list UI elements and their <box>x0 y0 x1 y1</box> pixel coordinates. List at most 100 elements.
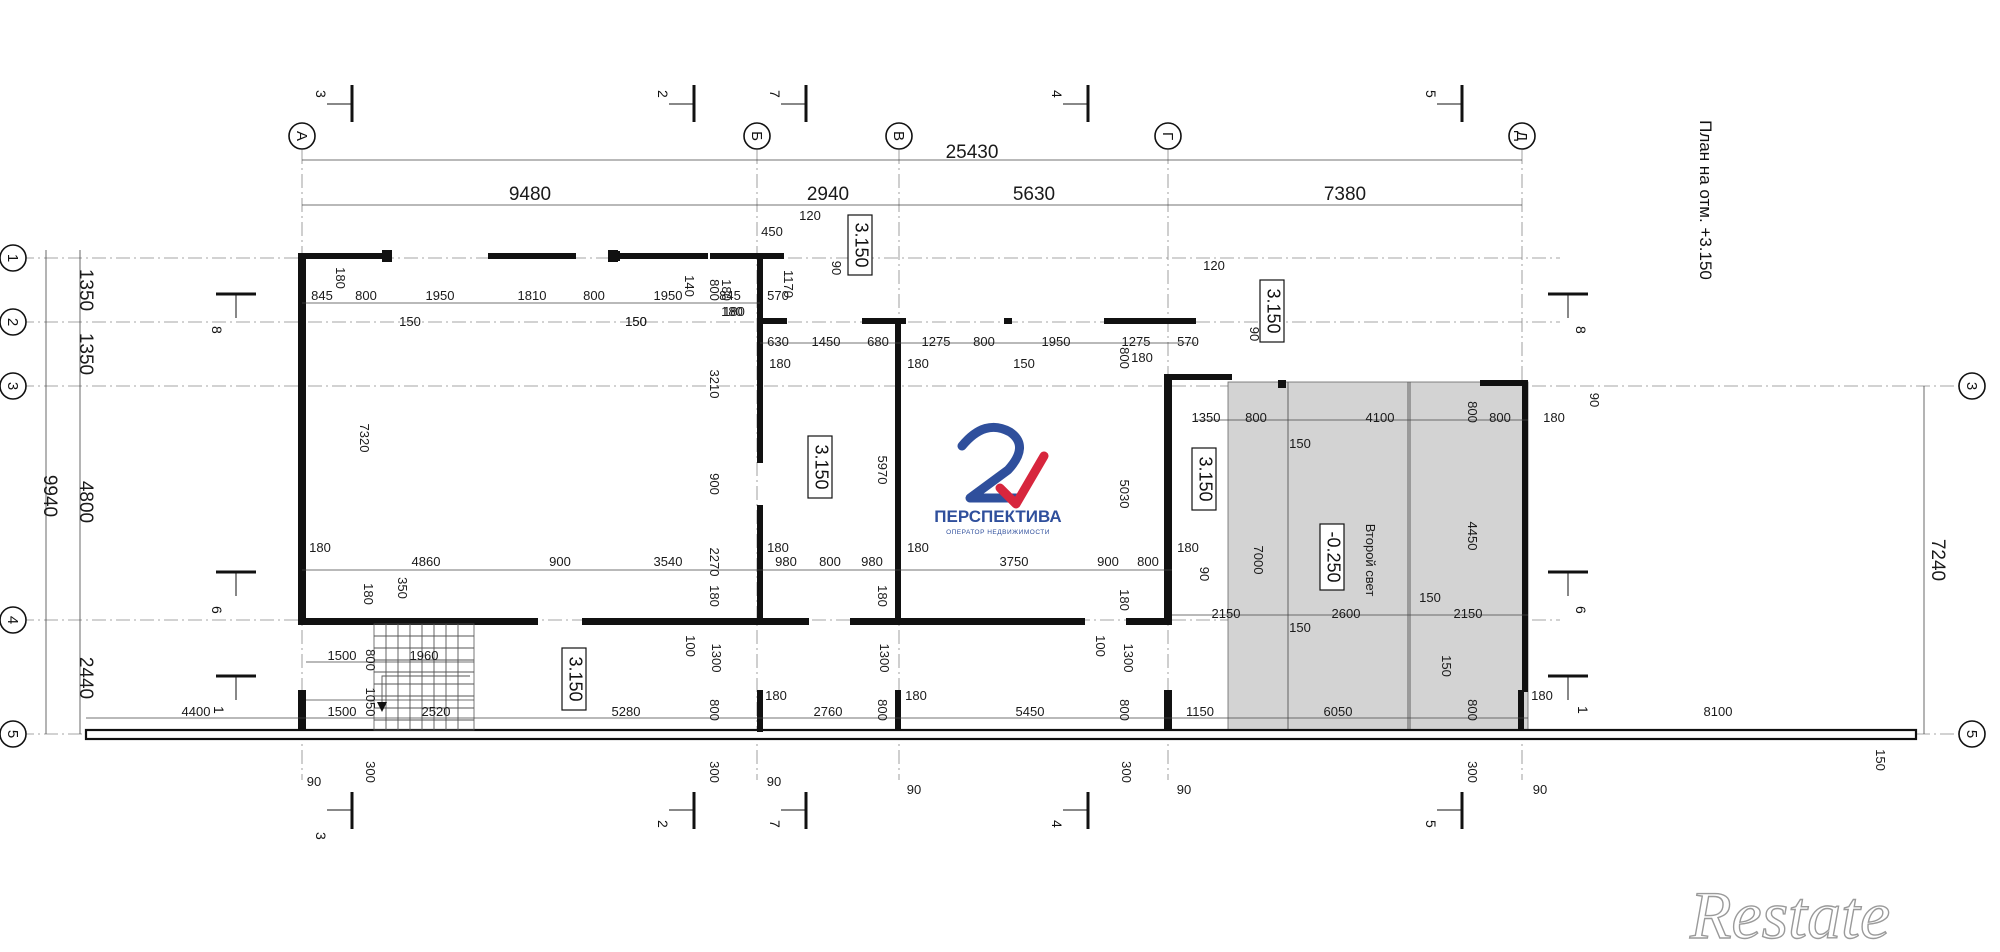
section-top-4: 4 <box>1049 90 1065 98</box>
dim-r4-5: 180 <box>767 540 789 555</box>
dim-m-10: 150 <box>1439 655 1454 677</box>
dim-r6-1: 1500 <box>328 704 357 719</box>
dim-r3-4: 150 <box>625 314 647 329</box>
dim-r5-8: 1300 <box>1121 644 1136 673</box>
dim-r5-6: 100 <box>683 635 698 657</box>
section-right-6: 6 <box>1573 606 1589 614</box>
dim-r2-8: 180 <box>1131 350 1153 365</box>
section-bottom-5: 5 <box>1423 820 1439 828</box>
dim-r1-11: 800 <box>707 279 722 301</box>
dim-r4-10: 3750 <box>1000 554 1029 569</box>
dim-r3-5: 800 <box>1117 347 1132 369</box>
level-mark-5: 3.150 <box>565 656 585 701</box>
dim-r6-15: 8100 <box>1704 704 1733 719</box>
dim-r2-7: 570 <box>1177 334 1199 349</box>
axis-label-d: Д <box>1513 131 1530 141</box>
second-light-label: Второй свет <box>1363 524 1378 597</box>
left-part-1: 1350 <box>75 269 96 311</box>
level-mark-4: 3.150 <box>1195 456 1215 501</box>
stair <box>373 623 475 731</box>
axis-bubbles-letters: А Б В Г Д <box>288 122 1536 150</box>
axis-label-4: 4 <box>4 616 21 624</box>
dim-r4-13: 180 <box>1177 540 1199 555</box>
dim-r5-0: 1500 <box>328 648 357 663</box>
dim-m-1: 120 <box>799 208 821 223</box>
dim-r6-2: 2520 <box>422 704 451 719</box>
left-part-4: 2440 <box>75 657 96 699</box>
section-bottom-7: 7 <box>767 820 783 828</box>
dim-m-4: 150 <box>625 314 647 329</box>
dim-r2-1: 1450 <box>812 334 841 349</box>
dim-r5-3: 1050 <box>363 688 378 717</box>
dim-r6-5: 180 <box>765 688 787 703</box>
watermark-logo: Restate <box>1689 877 1890 952</box>
dim-b-3: 90 <box>767 774 781 789</box>
level-mark-2: 3.150 <box>1263 288 1283 333</box>
section-top-2: 2 <box>655 90 671 98</box>
brand-tagline: ОПЕРАТОР НЕДВИЖИМОСТИ <box>946 529 1050 536</box>
brand-mark-icon <box>957 422 1049 509</box>
brand-name: ПЕРСПЕКТИВА <box>934 507 1061 526</box>
dim-r6-12: 6050 <box>1324 704 1353 719</box>
section-top-5: 5 <box>1423 90 1439 98</box>
axis-label-5: 5 <box>4 730 21 738</box>
dim-r1-3: 1810 <box>518 288 547 303</box>
dim-r1-5: 1950 <box>654 288 683 303</box>
dim-v-9: 180 <box>707 585 722 607</box>
dim-r4-8: 980 <box>861 554 883 569</box>
left-part-2: 1350 <box>75 333 96 375</box>
dim-r5-7: 100 <box>1093 635 1108 657</box>
dim-r5-4: 1300 <box>709 644 724 673</box>
dim-m-2: 90 <box>829 261 844 275</box>
dim-b-6: 90 <box>1177 782 1191 797</box>
axis-label-3: 3 <box>4 382 21 390</box>
axis-label-3-right: 3 <box>1963 382 1980 390</box>
section-left-8: 8 <box>209 326 225 334</box>
section-bottom-2: 2 <box>655 820 671 828</box>
axis-label-a: А <box>293 131 310 141</box>
dim-r1-10: 140 <box>682 275 697 297</box>
dimension-lines <box>45 159 1925 734</box>
dim-m-9: 90 <box>1587 393 1602 407</box>
dim-r1-1: 800 <box>355 288 377 303</box>
bay-width-2: 2940 <box>807 184 849 205</box>
dim-r1-9: 180 <box>333 267 348 289</box>
dim-v-11: 180 <box>1117 589 1132 611</box>
dim-v-3: 5970 <box>875 456 890 485</box>
section-marks: 3 2 7 4 5 3 2 7 4 5 8 6 1 8 6 1 <box>209 85 1591 840</box>
dim-r3-11: 180 <box>1543 410 1565 425</box>
dim-m-5: 150 <box>1013 356 1035 371</box>
dim-r3-3: 180 <box>723 304 745 319</box>
section-left-6: 6 <box>209 606 225 614</box>
dim-b-2: 300 <box>707 761 722 783</box>
double-height-void <box>1227 381 1529 731</box>
dim-r1-0: 845 <box>311 288 333 303</box>
dim-r6-3: 5280 <box>612 704 641 719</box>
axis-label-b: Б <box>748 131 765 141</box>
dim-v-6: 4450 <box>1465 522 1480 551</box>
dim-r4-7: 800 <box>819 554 841 569</box>
dim-r3-10: 800 <box>1489 410 1511 425</box>
dim-v-5: 7000 <box>1251 546 1266 575</box>
dim-r4-18: 2150 <box>1454 606 1483 621</box>
dim-m-8: 90 <box>1197 567 1212 581</box>
left-total: 9940 <box>39 475 60 517</box>
dim-r2-2: 680 <box>867 334 889 349</box>
dim-r2-6: 1275 <box>1122 334 1151 349</box>
dim-b-9: 150 <box>1873 749 1888 771</box>
dim-r5-1: 800 <box>363 649 378 671</box>
dim-r6-8: 180 <box>905 688 927 703</box>
overall-width: 25430 <box>946 142 999 163</box>
dim-r4-14: 2150 <box>1212 606 1241 621</box>
walls <box>84 250 1918 741</box>
dim-r3-9: 800 <box>1465 401 1480 423</box>
dim-b-7: 300 <box>1465 761 1480 783</box>
brand-logo: ПЕРСПЕКТИВА ОПЕРАТОР НЕДВИЖИМОСТИ <box>934 422 1062 536</box>
axis-bubbles-numbers: 1 2 3 4 5 3 5 <box>0 244 1986 748</box>
dim-r6-10: 800 <box>1117 699 1132 721</box>
dim-r6-11: 1150 <box>1186 704 1214 719</box>
dim-m-6: 120 <box>1203 258 1225 273</box>
dim-v-2: 900 <box>707 473 722 495</box>
dim-r4-15: 150 <box>1289 620 1311 635</box>
